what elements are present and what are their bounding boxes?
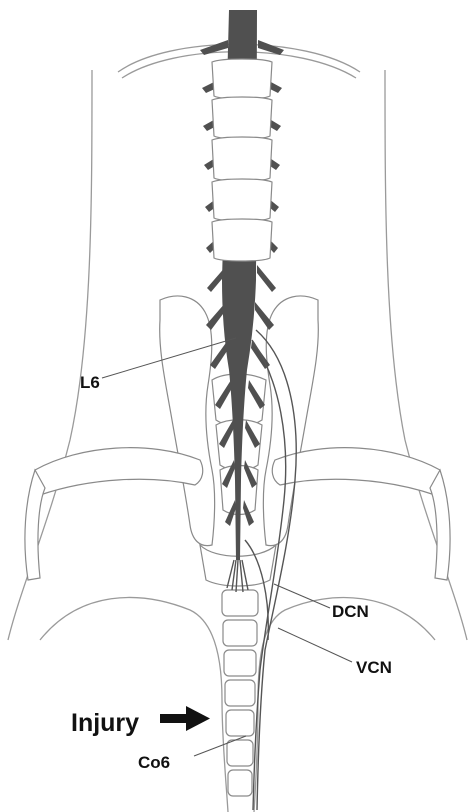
label-l6: L6 <box>80 373 100 392</box>
label-injury: Injury <box>71 709 139 737</box>
coccygeal-vertebrae <box>222 590 258 796</box>
label-co6: Co6 <box>138 753 170 772</box>
vcn-leader <box>278 628 352 662</box>
label-vcn: VCN <box>356 658 392 677</box>
dcn-leader <box>274 584 330 608</box>
vertebrae <box>212 59 272 261</box>
injury-arrow <box>160 706 210 731</box>
label-dcn: DCN <box>332 602 369 621</box>
